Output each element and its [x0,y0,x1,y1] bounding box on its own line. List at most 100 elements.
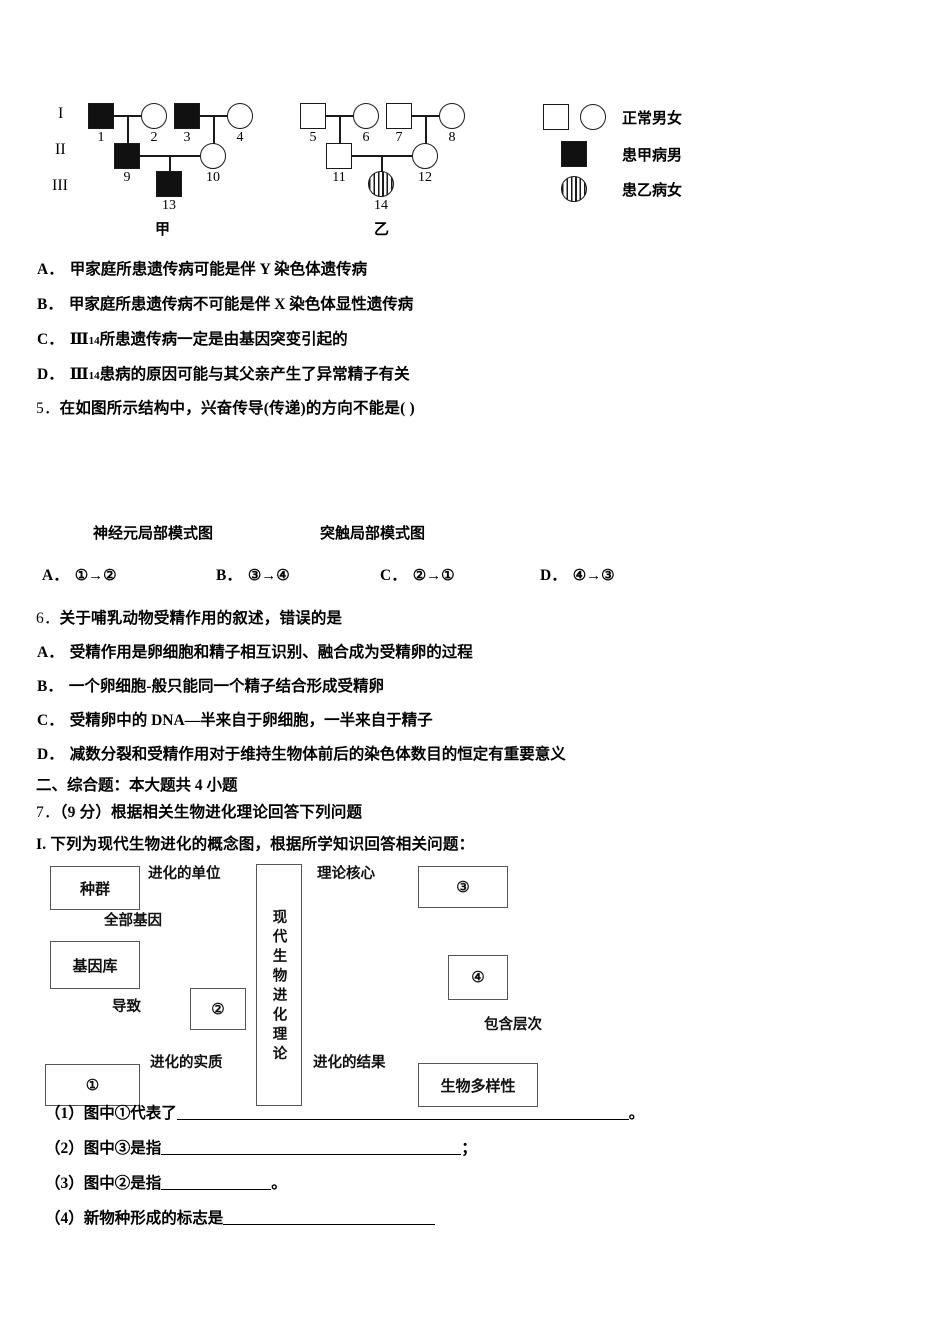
q6-option-c-label: C． [37,712,64,729]
descent-line-11-12 [381,155,383,181]
option-a-label: A． [37,261,64,278]
q6-option-d-text: 减数分裂和受精作用对于维持生物体前后的染色体数目的恒定有重要意义 [69,746,566,763]
pedigree-individual-7-number: 7 [395,130,403,145]
question-7-part-one-intro: I. 下列为现代生物进化的概念图，根据所学知识回答相关问题： [36,836,475,853]
pedigree-individual-10 [200,143,226,169]
sub-4-answer-blank[interactable] [223,1210,436,1225]
q5-option-a-text: ①→② [74,568,117,584]
sub-3-label: （3） [45,1175,84,1192]
question-5-text: 在如图所示结构中，兴奋传导(传递)的方向不能是( ) [59,400,415,417]
pedigree-individual-9-number: 9 [123,170,131,185]
question-7-stem: 7．（9 分）根据相关生物进化理论回答下列问题 [36,800,362,822]
concept-box-center-theory: 现代生物进化理论 [256,864,302,1106]
option-c-subscript: 14 [88,335,100,347]
option-b-label: B． [37,296,63,313]
q6-option-c-text: 受精卵中的 DNA—半来自于卵细胞，一半来自于精子 [69,712,433,729]
pedigree-individual-9 [114,143,140,169]
pedigree-individual-13-number: 13 [162,198,176,213]
q5-option-d-text: ④→③ [572,568,615,584]
question-7-sub-4: （4）新物种形成的标志是 [45,1206,436,1228]
option-c-text: 所患遗传病一定是由基因突变引起的 [99,331,348,348]
sub-1-tail: 。 [628,1105,645,1122]
q5-option-d-label: D． [540,567,567,584]
neuron-figure-caption: 神经元局部模式图 [93,526,214,542]
question-7-sub-3: （3）图中②是指 。 [45,1171,287,1193]
descent-line-1-2 [127,115,129,145]
legend-label-affected-b-female: 患乙病女 [622,183,683,199]
q5-option-a-label: A． [42,567,69,584]
concept-label-essence-of-evolution: 进化的实质 [150,1055,223,1071]
concept-box-biodiversity: 生物多样性 [418,1063,538,1107]
question-6-number: 6． [36,610,60,627]
option-c-label: C． [37,331,64,348]
pedigree-individual-11 [326,143,352,169]
question-4-option-d: D． Ⅲ14患病的原因可能与其父亲产生了异常精子有关 [37,362,410,384]
pedigree-individual-1-number: 1 [97,130,105,145]
pedigree-individual-6-number: 6 [362,130,370,145]
concept-box-population: 种群 [50,866,140,910]
family-b-caption: 乙 [374,222,390,238]
neuron-synapse-svg: + + + + + + + + + + + + + + + + + + + + … [0,425,950,565]
family-a-caption: 甲 [155,222,171,238]
pedigree-individual-3-number: 3 [183,130,191,145]
option-d-prefix: Ⅲ [69,366,89,383]
sub-2-answer-blank[interactable] [161,1140,462,1155]
sub-2-tail: ； [461,1140,477,1157]
legend-striped-circle-icon [561,176,587,202]
sub-3-answer-blank[interactable] [161,1175,272,1190]
question-5-option-c: C．②→① [380,563,455,585]
sub-1-answer-blank[interactable] [176,1105,629,1120]
sub-2-text: 图中③是指 [83,1140,162,1157]
concept-box-3: ③ [418,866,508,908]
concept-box-4: ④ [448,955,508,1000]
question-5-option-d: D． ④→③ [540,563,615,585]
option-d-text: 患病的原因可能与其父亲产生了异常精子有关 [99,366,410,383]
concept-box-2: ② [190,988,246,1030]
option-c-prefix: Ⅲ [69,331,89,348]
sub-3-tail: 。 [271,1175,287,1192]
generation-label-III: III [52,177,68,194]
legend-filled-square-icon [561,141,587,167]
question-6-option-a: A． 受精作用是卵细胞和精子相互识别、融合成为受精卵的过程 [37,640,473,662]
concept-label-all-genes: 全部基因 [104,913,162,929]
q6-option-a-text: 受精作用是卵细胞和精子相互识别、融合成为受精卵的过程 [69,644,473,661]
option-b-text: 甲家庭所患遗传病不可能是伴 X 染色体显性遗传病 [68,296,414,313]
legend-label-normal: 正常男女 [622,111,683,127]
pedigree-individual-13 [156,171,182,197]
neuron-synapse-figure: + + + + + + + + + + + + + + + + + + + + … [0,0,950,542]
pedigree-individual-8 [439,103,465,129]
option-d-subscript: 14 [88,370,100,382]
pedigree-individual-4-number: 4 [236,130,244,145]
question-5-option-b: B．③→④ [216,563,290,585]
question-7-text: （9 分）根据相关生物进化理论回答下列问题 [59,804,363,821]
legend-label-affected-a-male: 患甲病男 [622,148,683,164]
option-d-label: D． [37,366,64,383]
pedigree-individual-12-number: 12 [418,170,432,185]
pedigree-individual-7 [386,103,412,129]
question-6-option-c: C． 受精卵中的 DNA—半来自于卵细胞，一半来自于精子 [37,708,433,730]
q6-option-d-label: D． [37,746,64,763]
q6-option-a-label: A． [37,644,64,661]
sub-4-label: （4） [45,1210,84,1227]
q5-option-c-text: ②→① [412,568,455,584]
descent-line-9-10 [169,155,171,181]
sub-2-label: （2） [45,1140,84,1157]
question-7-sub-2: （2）图中③是指 ； [45,1136,477,1158]
pedigree-individual-14 [368,171,394,197]
question-6-text: 关于哺乳动物受精作用的叙述，错误的是 [59,610,343,627]
synapse-figure-caption: 突触局部模式图 [320,526,426,542]
sub-3-text: 图中②是指 [83,1175,162,1192]
concept-box-1: ① [45,1064,140,1106]
sub-1-label: （1） [45,1105,84,1122]
pedigree-individual-5 [300,103,326,129]
question-5-number: 5． [36,400,60,417]
question-4-option-b: B． 甲家庭所患遗传病不可能是伴 X 染色体显性遗传病 [37,292,413,314]
concept-label-unit-of-evolution: 进化的单位 [148,866,221,882]
descent-line-5-6 [339,115,341,145]
pedigree-individual-6 [353,103,379,129]
pedigree-individual-2 [141,103,167,129]
pedigree-individual-14-number: 14 [374,198,388,213]
question-5-option-a: A． ①→② [42,563,117,585]
concept-label-leads-to: 导致 [112,999,141,1015]
